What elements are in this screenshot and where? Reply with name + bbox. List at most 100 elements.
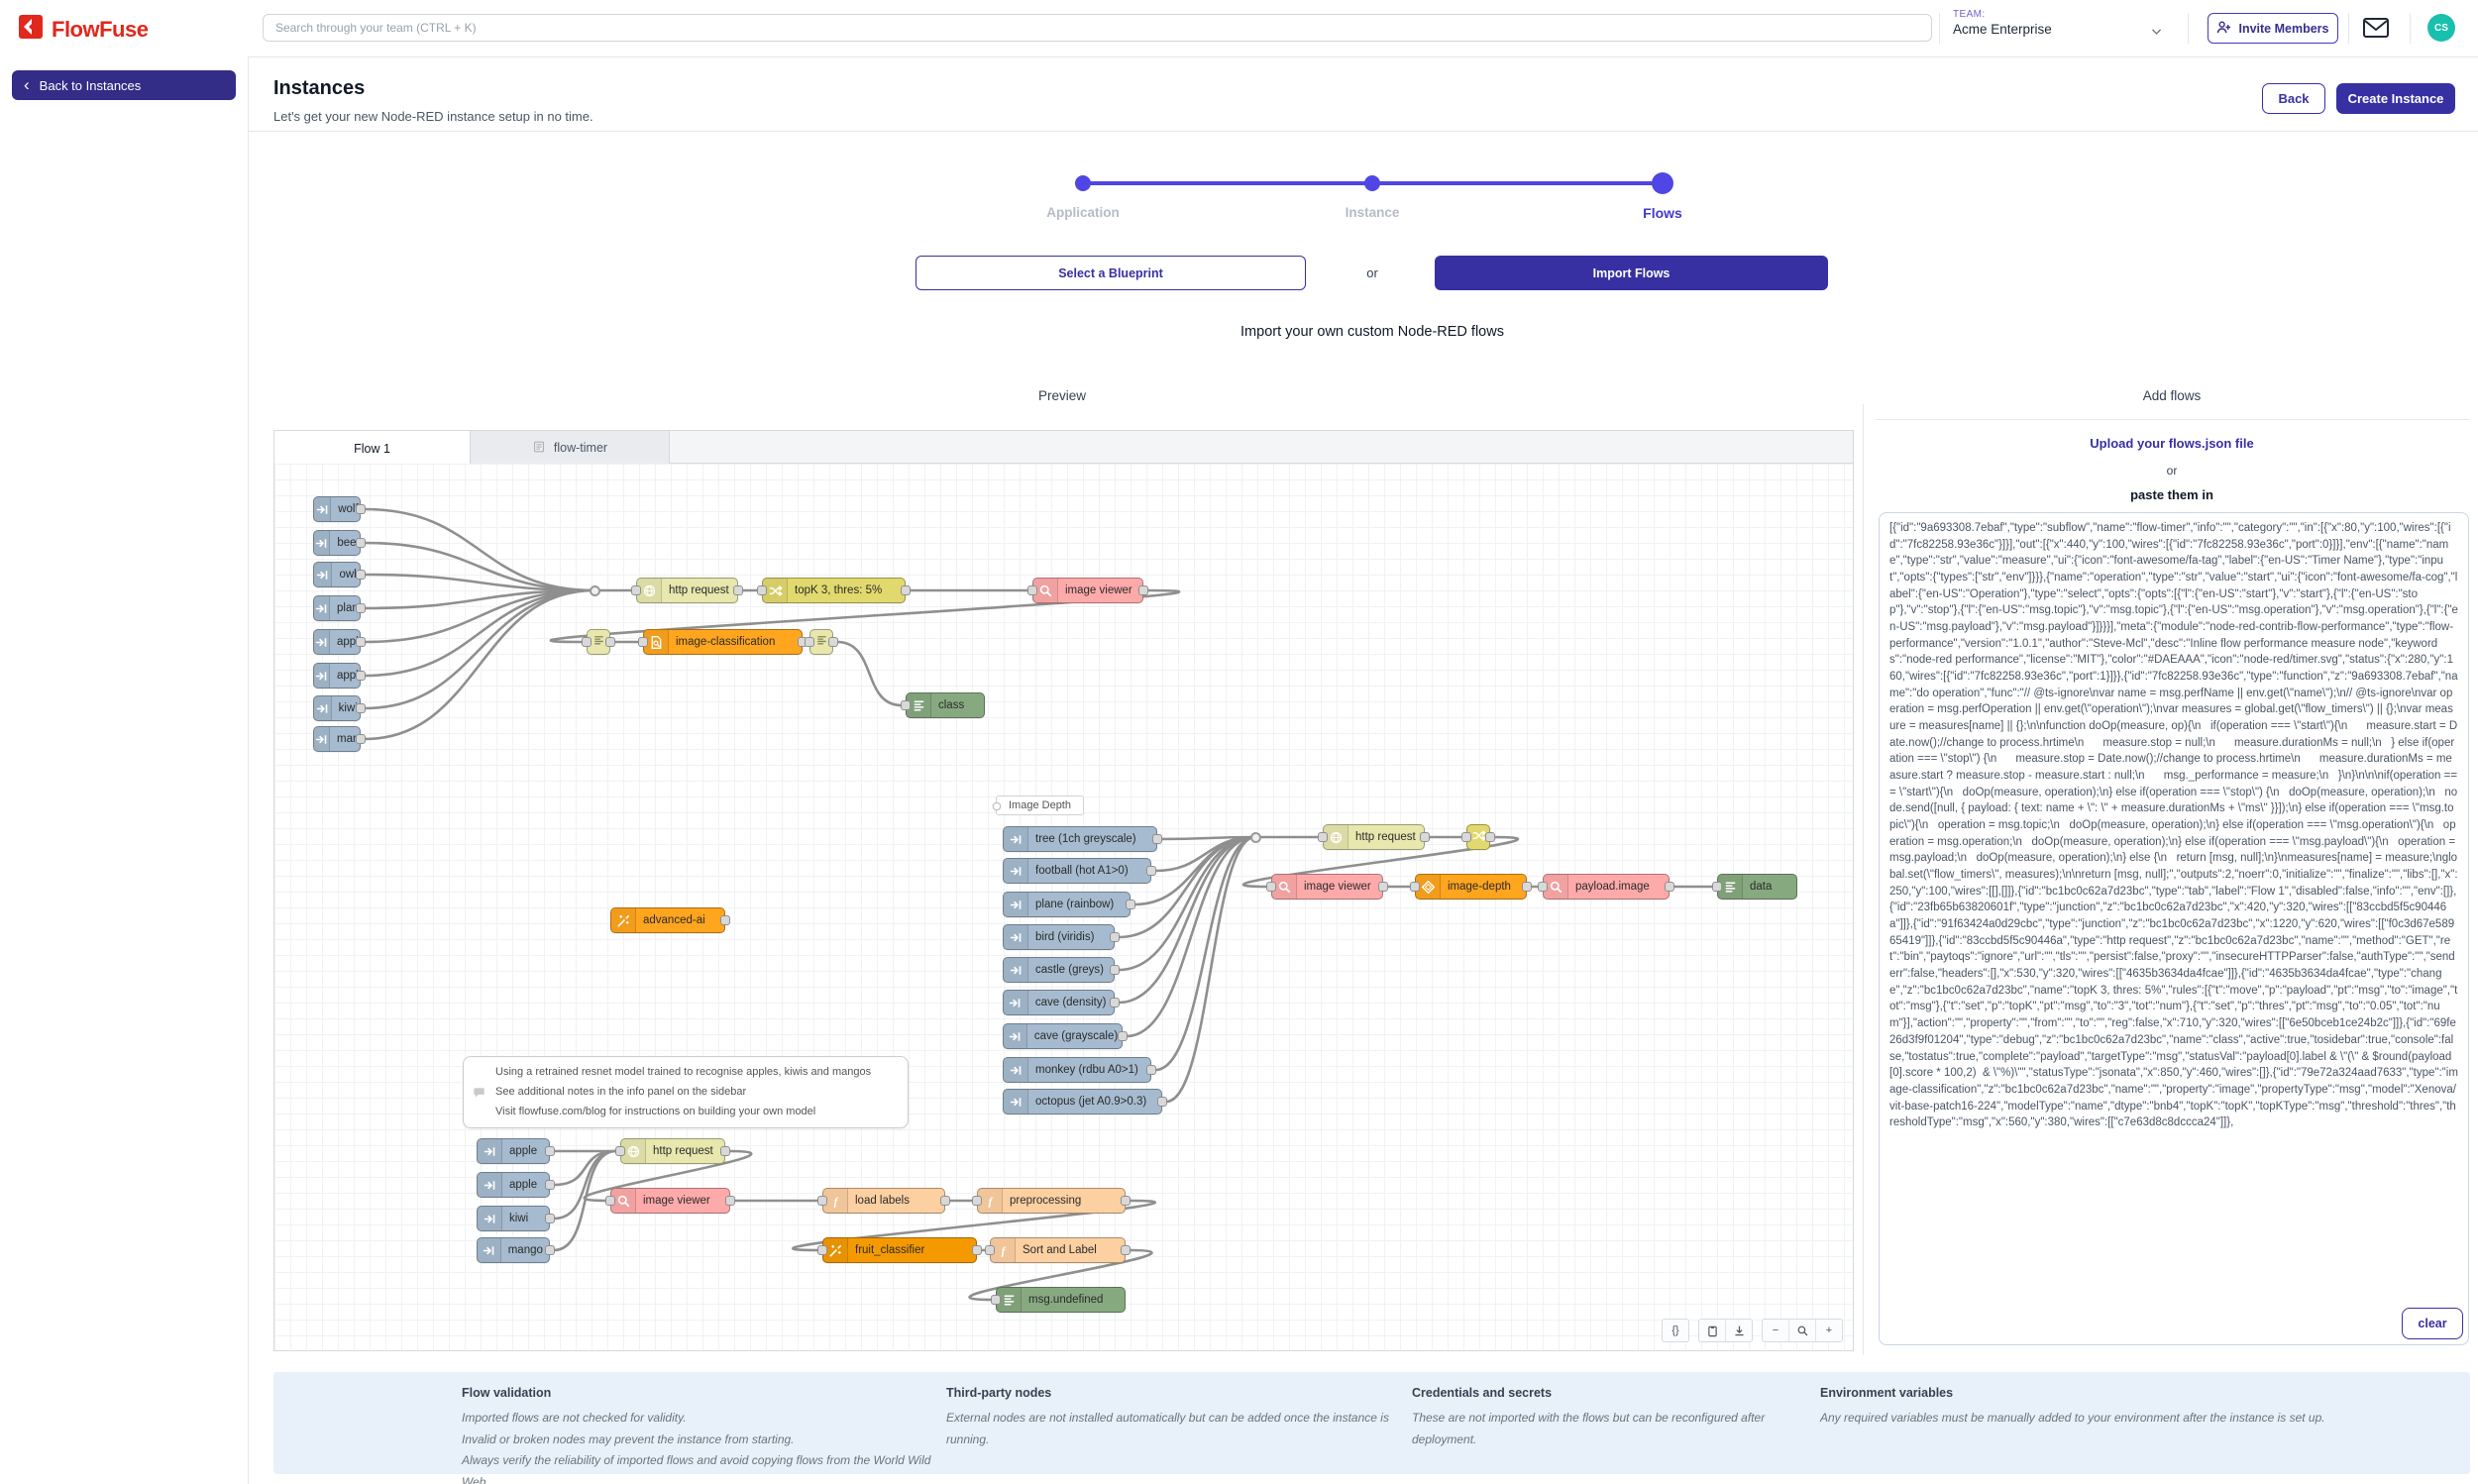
step-dot-flows[interactable] <box>1652 172 1673 194</box>
flow-node-hr1[interactable]: http request <box>631 578 743 603</box>
port-in[interactable] <box>1318 832 1328 842</box>
port-out[interactable] <box>720 915 730 925</box>
port-out[interactable] <box>1152 834 1162 844</box>
flow-node-ic1[interactable]: image-classification <box>638 629 808 655</box>
port-out[interactable] <box>545 1146 555 1156</box>
port-in[interactable] <box>817 1245 827 1255</box>
port-out[interactable] <box>1126 900 1135 909</box>
port-out[interactable] <box>940 1196 950 1206</box>
mail-icon[interactable] <box>2362 16 2390 40</box>
back-to-instances-button[interactable]: ‹ Back to Instances <box>12 70 236 100</box>
flow-node-inj-apple1[interactable]: apple <box>313 629 366 655</box>
flow-node-topk[interactable]: topK 3, thres: 5% <box>757 578 911 603</box>
flow-node-s2[interactable] <box>805 629 838 655</box>
flow-node-b-mango[interactable]: mango <box>477 1237 555 1263</box>
port-in[interactable] <box>805 637 814 647</box>
tab-flow-timer[interactable]: flow-timer <box>471 431 670 465</box>
flow-node-inj-beer[interactable]: beer <box>313 530 366 556</box>
port-out[interactable] <box>1378 882 1388 892</box>
port-out[interactable] <box>356 538 366 548</box>
port-in[interactable] <box>972 1196 982 1206</box>
step-dot-application[interactable] <box>1075 175 1091 191</box>
port-out[interactable] <box>356 603 366 613</box>
flow-node-d1[interactable]: class <box>901 692 985 718</box>
port-out[interactable] <box>356 671 366 681</box>
create-instance-button[interactable]: Create Instance <box>2336 83 2455 114</box>
flow-node-adv[interactable]: advanced-ai <box>610 907 730 933</box>
port-out[interactable] <box>1110 998 1120 1007</box>
port-in[interactable] <box>1027 585 1037 595</box>
port-in[interactable] <box>615 1146 625 1156</box>
flow-node-b-kiwi[interactable]: kiwi <box>477 1206 555 1231</box>
port-out[interactable] <box>1146 866 1156 876</box>
port-out[interactable] <box>1138 585 1148 595</box>
flow-node-s1[interactable] <box>582 629 615 655</box>
port-out[interactable] <box>1157 1097 1167 1107</box>
flow-node-inj-planer[interactable]: plane (rainbow) <box>1003 892 1135 917</box>
flow-node-inj-bird[interactable]: bird (viridis) <box>1003 924 1120 950</box>
invite-members-button[interactable]: Invite Members <box>2208 13 2338 44</box>
port-in[interactable] <box>1266 882 1276 892</box>
zoom-reset-button[interactable] <box>1789 1320 1816 1341</box>
flow-node-iv1[interactable]: image viewer <box>1027 578 1148 603</box>
flow-node-fc[interactable]: fruit_classifier <box>817 1237 982 1263</box>
port-in[interactable] <box>638 637 648 647</box>
zoom-out-button[interactable]: − <box>1763 1320 1789 1341</box>
flow-node-pimg[interactable]: payload.image <box>1538 874 1674 900</box>
port-out[interactable] <box>733 585 743 595</box>
flow-node-hr2[interactable]: http request <box>1318 824 1430 850</box>
flow-node-inj-octopus[interactable]: octopus (jet A0.9>0.3) <box>1003 1089 1167 1114</box>
import-flows-button[interactable]: Import Flows <box>1435 256 1828 290</box>
port-out[interactable] <box>356 637 366 647</box>
zoom-in-button[interactable]: + <box>1825 1325 1833 1336</box>
tab-flow-1[interactable]: Flow 1 <box>274 431 471 466</box>
flow-comment-node[interactable]: Using a retrained resnet model trained t… <box>463 1056 909 1129</box>
port-in[interactable] <box>985 1245 995 1255</box>
port-in[interactable] <box>901 700 911 710</box>
port-out[interactable] <box>545 1214 555 1223</box>
port-in[interactable] <box>1461 832 1471 842</box>
step-dot-instance[interactable] <box>1364 175 1380 191</box>
port-in[interactable] <box>605 1196 615 1206</box>
port-out[interactable] <box>1522 882 1532 892</box>
flow-node-idepth[interactable]: image-depth <box>1410 874 1532 900</box>
clear-button[interactable]: clear <box>2402 1308 2463 1339</box>
port-out[interactable] <box>720 1146 730 1156</box>
select-blueprint-button[interactable]: Select a Blueprint <box>916 256 1306 290</box>
search-input[interactable] <box>263 14 1932 42</box>
port-out[interactable] <box>356 570 366 580</box>
upload-flows-link[interactable]: Upload your flows.json file <box>2090 436 2254 451</box>
flow-group-label-image-depth[interactable]: Image Depth <box>992 795 1084 815</box>
flow-node-inj-owl[interactable]: owl <box>313 562 366 587</box>
port-in[interactable] <box>1712 882 1722 892</box>
port-out[interactable] <box>356 703 366 713</box>
port-in[interactable] <box>1538 882 1548 892</box>
port-out[interactable] <box>545 1245 555 1255</box>
back-button[interactable]: Back <box>2262 83 2325 114</box>
avatar[interactable]: CS <box>2427 14 2455 42</box>
flow-node-iv2[interactable]: image viewer <box>1266 874 1388 900</box>
port-out[interactable] <box>1110 932 1120 942</box>
flow-node-inj-tree[interactable]: tree (1ch greyscale) <box>1003 826 1162 852</box>
flow-node-inj-mango[interactable]: mango <box>313 726 366 752</box>
team-selector[interactable]: TEAM: Acme Enterprise <box>1953 9 2181 49</box>
flow-node-inj-cavede[interactable]: cave (density) <box>1003 990 1120 1015</box>
flow-junction-j1[interactable] <box>589 584 600 596</box>
port-out[interactable] <box>1121 1196 1131 1206</box>
port-in[interactable] <box>991 1295 1001 1305</box>
copy-button[interactable] <box>1699 1320 1726 1341</box>
port-out[interactable] <box>1420 832 1430 842</box>
flow-node-inj-plane[interactable]: plane <box>313 595 366 621</box>
port-out[interactable] <box>901 585 911 595</box>
port-out[interactable] <box>1121 1245 1131 1255</box>
port-in[interactable] <box>1410 882 1420 892</box>
port-out[interactable] <box>725 1196 735 1206</box>
port-out[interactable] <box>356 734 366 744</box>
flow-node-inj-cavegr[interactable]: cave (grayscale) <box>1003 1023 1128 1049</box>
flow-node-inj-wolf[interactable]: wolf <box>313 496 366 522</box>
port-out[interactable] <box>545 1180 555 1190</box>
